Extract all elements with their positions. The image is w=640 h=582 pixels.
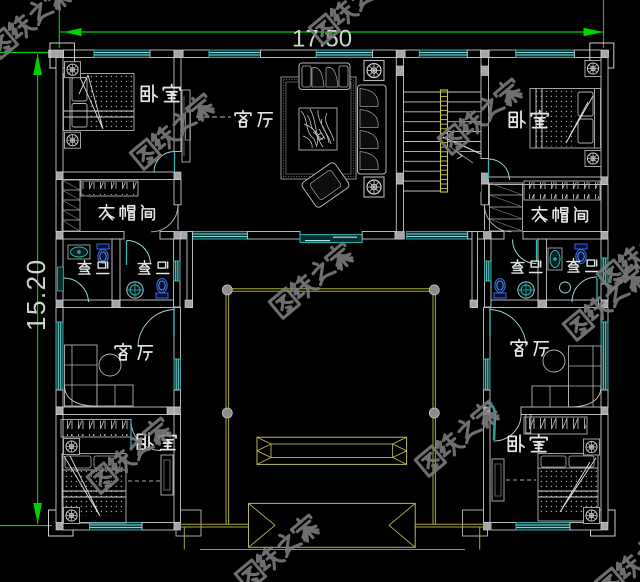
- svg-text:15.20: 15.20: [21, 258, 51, 331]
